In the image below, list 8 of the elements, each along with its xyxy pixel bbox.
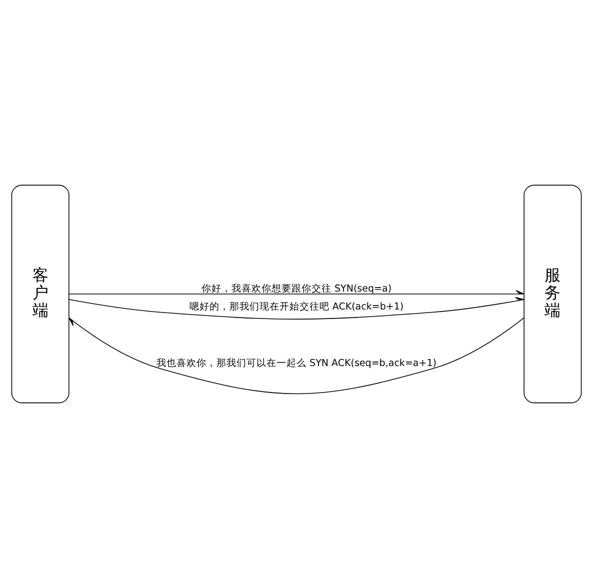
arrow [68,297,524,320]
arrow [68,317,524,394]
node-box: 服务端 [524,184,582,404]
arrow [68,290,524,294]
node-box: 客户端 [11,184,70,404]
edge-label: 我也喜欢你，那我们可以在一起么 SYN ACK(seq=b,ack=a+1) [156,358,436,369]
edge-label: 嗯好的，那我们现在开始交往吧 ACK(ack=b+1) [189,302,404,313]
edge-label: 你好，我喜欢你想要跟你交往 SYN(seq=a) [201,283,392,294]
